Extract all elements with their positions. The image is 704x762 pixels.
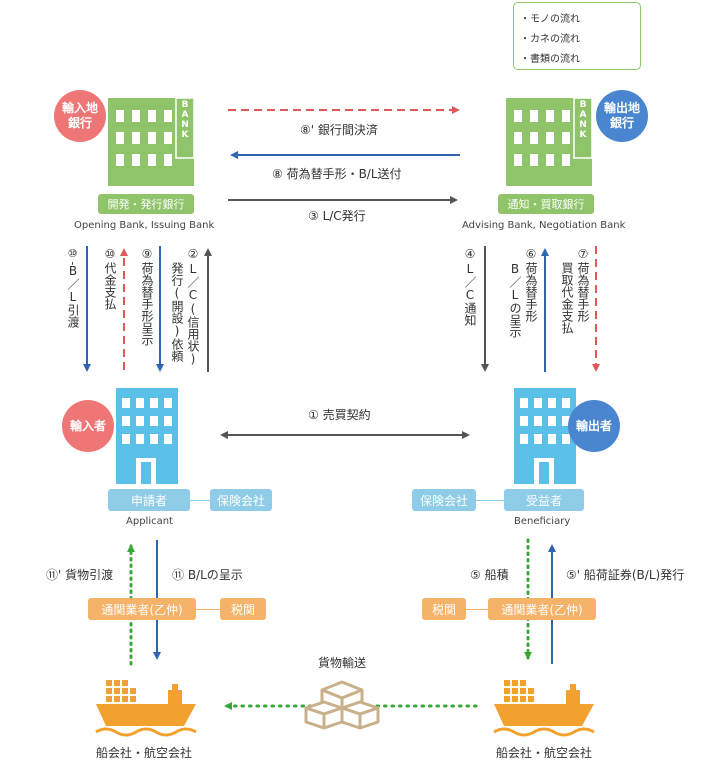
left-ship-icon <box>95 680 197 737</box>
customs-left-tag: 税関 <box>220 598 266 620</box>
beneficiary-english: Beneficiary <box>514 516 571 527</box>
applicant-english: Applicant <box>126 516 173 527</box>
customs-right-tag: 税関 <box>422 598 466 620</box>
broker-left-tag: 通関業者(乙仲) <box>88 598 196 620</box>
step-1-label: ① 売買契約 <box>308 408 371 422</box>
beneficiary-tag: 受益者 <box>504 489 584 511</box>
step-5p-label: ⑤' 船荷証券(B/L)発行 <box>566 568 685 582</box>
applicant-tag: 申請者 <box>108 489 190 511</box>
step-6-label-line1: 荷為替手形 <box>524 262 538 322</box>
exporter-building-icon <box>514 388 576 484</box>
insurance-left-tag: 保険会社 <box>210 489 272 511</box>
import-bank-circle: 輸入地 銀行 <box>54 90 106 142</box>
right-ship-icon <box>493 680 595 737</box>
export-bank-circle: 輸出地 銀行 <box>596 90 648 142</box>
carrier-right-label: 船会社・航空会社 <box>496 746 593 760</box>
step-7-number: ⑦ <box>576 247 590 261</box>
legend-money-label: ・カネの流れ <box>520 34 580 45</box>
step-3-label: ③ L/C発行 <box>308 209 366 223</box>
export-bank-building-icon <box>506 97 593 186</box>
step-10p-number: ⑩' <box>66 247 79 273</box>
carrier-left-label: 船会社・航空会社 <box>96 746 193 760</box>
step-10p-label: B／L引渡 <box>66 264 80 328</box>
step-6-label-line2: B／Lの呈示 <box>508 262 522 338</box>
step-7-label-line2: 買取代金支払 <box>560 262 574 334</box>
step-11-label: ⑪ B/Lの呈示 <box>172 568 243 582</box>
step-4-number: ④ <box>463 247 477 261</box>
importer-circle: 輸入者 <box>62 400 114 452</box>
step-10-number: ⑩ <box>103 247 117 261</box>
issuing-bank-tag: 開発・発行銀行 <box>98 194 194 214</box>
step-9-number: ⑨ <box>140 247 154 261</box>
step-5-label: ⑤ 船積 <box>470 568 509 582</box>
step-8p-label: ⑧' 銀行間決済 <box>300 123 378 137</box>
advising-bank-tag: 通知・買取銀行 <box>498 194 594 214</box>
step-2-number: ② <box>186 247 200 261</box>
importer-building-icon <box>116 388 178 484</box>
customs-left-connector <box>196 609 220 610</box>
step-8-label: ⑧ 荷為替手形・B/L送付 <box>272 167 402 181</box>
broker-right-tag: 通関業者(乙仲) <box>488 598 596 620</box>
step-9-label: 荷為替手形呈示 <box>140 262 154 346</box>
cargo-boxes-icon <box>304 680 380 730</box>
legend-box: ・モノの流れ ・カネの流れ ・書類の流れ <box>513 2 641 70</box>
step-11p-label: ⑪' 貨物引渡 <box>46 568 114 582</box>
advising-bank-english: Advising Bank, Negotiation Bank <box>462 220 626 231</box>
step-7-label-line1: 荷為替手形 <box>576 262 590 322</box>
export-bank-sign: BANK <box>578 100 588 140</box>
beneficiary-connector <box>476 500 504 501</box>
applicant-connector <box>190 500 210 501</box>
customs-right-connector <box>466 609 488 610</box>
transport-label: 貨物輸送 <box>318 656 367 670</box>
import-bank-sign: BANK <box>180 100 190 140</box>
step-2-label-line1: L／C(信用状) <box>186 262 200 366</box>
legend-documents-label: ・書類の流れ <box>520 54 580 65</box>
step-2-label-line2: 発行(開設)依頼 <box>170 262 184 362</box>
import-bank-building-icon <box>108 97 195 186</box>
issuing-bank-english: Opening Bank, Issuing Bank <box>74 220 215 231</box>
exporter-circle: 輸出者 <box>568 400 620 452</box>
insurance-right-tag: 保険会社 <box>412 489 476 511</box>
legend-goods-label: ・モノの流れ <box>520 14 580 25</box>
step-10-label: 代金支払 <box>103 262 117 310</box>
step-6-number: ⑥ <box>524 247 538 261</box>
step-4-label: L／C通知 <box>463 262 477 326</box>
